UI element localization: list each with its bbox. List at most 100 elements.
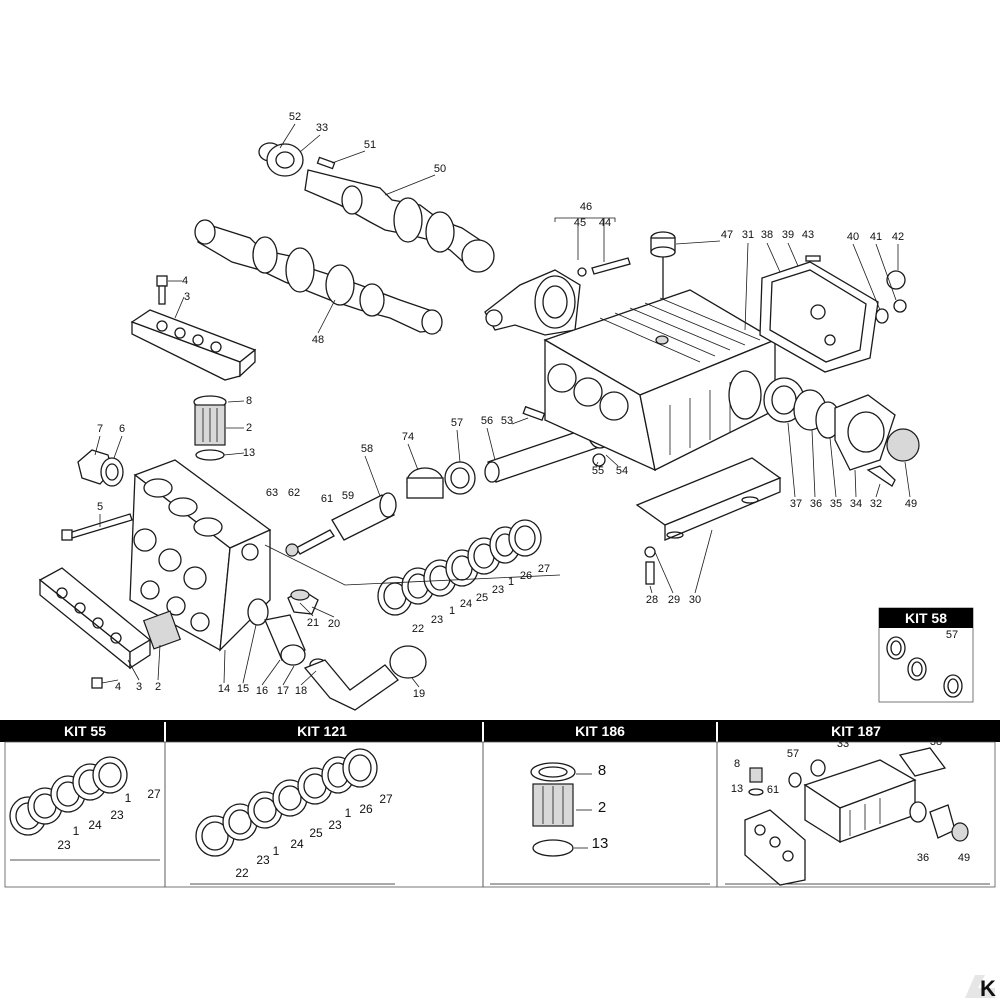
kit-part-number: 23	[256, 853, 270, 867]
part-callout-23: 23	[492, 584, 504, 596]
part-callout-14: 14	[218, 683, 230, 695]
part-callout-62: 62	[288, 487, 300, 499]
part-callout-56: 56	[481, 415, 493, 427]
kit-187-title: KIT 187	[831, 723, 881, 739]
kit-part-number: 27	[147, 787, 161, 801]
kit-part-number: 57	[787, 748, 799, 760]
part-callout-3: 3	[136, 681, 142, 693]
part-callout-8: 8	[246, 395, 252, 407]
part-callout-15: 15	[237, 683, 249, 695]
part-callout-19: 19	[413, 688, 425, 700]
kit-part-number: 2	[598, 799, 606, 816]
kit-part-number: 1	[73, 824, 80, 838]
part-callout-22: 22	[412, 623, 424, 635]
kit-part-number: 61	[767, 784, 779, 796]
part-callout-52: 52	[289, 111, 301, 123]
logo-text: K	[980, 976, 996, 1000]
part-callout-27: 27	[538, 563, 550, 575]
part-callout-58: 58	[361, 443, 373, 455]
manifold-head-drawing	[129, 459, 272, 652]
part-callout-44: 44	[599, 217, 611, 229]
part-callout-43: 43	[802, 229, 814, 241]
kit-55-title: KIT 55	[64, 723, 106, 739]
valve-assembly-drawing	[193, 395, 227, 461]
part-callout-34: 34	[850, 498, 862, 510]
part-callout-41: 41	[870, 231, 882, 243]
part-callout-30: 30	[689, 594, 701, 606]
part-callout-4: 4	[182, 275, 188, 287]
part-callout-16: 16	[256, 685, 268, 697]
kit-header-strip	[0, 720, 1000, 742]
kit-part-number: 36	[917, 852, 929, 864]
kit-part-number: 23	[328, 818, 342, 832]
kit-part-number: 49	[958, 852, 970, 864]
bearing-flange-drawing	[763, 377, 920, 487]
kit-part-number: 8	[734, 758, 740, 770]
part-callout-50: 50	[434, 163, 446, 175]
part-callout-20: 20	[328, 618, 340, 630]
kit-58-box	[878, 607, 974, 703]
part-callout-31: 31	[742, 229, 754, 241]
kit-55-box	[4, 741, 166, 888]
part-callout-35: 35	[830, 498, 842, 510]
part-callout-63: 63	[266, 487, 278, 499]
crankshaft-upper-drawing	[258, 142, 495, 273]
part-callout-57: 57	[451, 417, 463, 429]
part-callout-28: 28	[646, 594, 658, 606]
kit-part-number: 23	[110, 808, 124, 822]
part-callout-7: 7	[97, 423, 103, 435]
kit-part-number: 22	[235, 866, 249, 880]
kit-part-number: 13	[731, 783, 743, 795]
part-callout-18: 18	[295, 685, 307, 697]
part-callout-5: 5	[97, 501, 103, 513]
outlet-fittings-drawing	[247, 589, 427, 711]
kit-58-title: KIT 58	[905, 610, 947, 626]
part-callout-38: 38	[761, 229, 773, 241]
kit-part-number: 25	[309, 826, 323, 840]
bearing-bracket-drawing	[484, 257, 631, 336]
part-callout-23: 23	[431, 614, 443, 626]
crankshaft-lower-drawing	[194, 219, 443, 335]
part-callout-46: 46	[580, 201, 592, 213]
kit-part-number: 1	[273, 844, 280, 858]
part-callout-40: 40	[847, 231, 859, 243]
rear-cover-drawing	[759, 255, 907, 373]
mounting-rail-drawing	[635, 457, 782, 585]
kit-part-number: 13	[592, 835, 609, 852]
part-callout-49: 49	[905, 498, 917, 510]
part-callout-32: 32	[870, 498, 882, 510]
part-callout-13: 13	[243, 447, 255, 459]
kit-121-box	[164, 741, 484, 888]
kit-part-number: 57	[946, 629, 958, 641]
kit-part-number: 38	[930, 736, 942, 748]
part-callout-55: 55	[592, 465, 604, 477]
part-callout-59: 59	[342, 490, 354, 502]
part-callout-54: 54	[616, 465, 628, 477]
part-callout-4: 4	[115, 681, 121, 693]
kit-part-number: 24	[290, 837, 304, 851]
part-callout-39: 39	[782, 229, 794, 241]
part-callout-33: 33	[316, 122, 328, 134]
part-callout-24: 24	[460, 598, 472, 610]
part-callout-21: 21	[307, 617, 319, 629]
part-callout-47: 47	[721, 229, 733, 241]
plug-drawing	[77, 449, 124, 487]
part-callout-29: 29	[668, 594, 680, 606]
kit-part-number: 27	[379, 792, 393, 806]
part-callout-26: 26	[520, 570, 532, 582]
long-screw-drawing	[61, 513, 133, 541]
part-callout-6: 6	[119, 423, 125, 435]
brand-logo: K	[965, 975, 996, 1000]
part-callout-61: 61	[321, 493, 333, 505]
crankcase-housing-drawing	[543, 289, 777, 472]
valve-plate-bottom-drawing	[38, 567, 182, 689]
part-callout-25: 25	[476, 592, 488, 604]
part-callout-45: 45	[574, 217, 586, 229]
kit-121-title: KIT 121	[297, 723, 347, 739]
part-callout-1: 1	[449, 605, 455, 617]
part-callout-2: 2	[155, 681, 161, 693]
part-callout-1: 1	[508, 576, 514, 588]
